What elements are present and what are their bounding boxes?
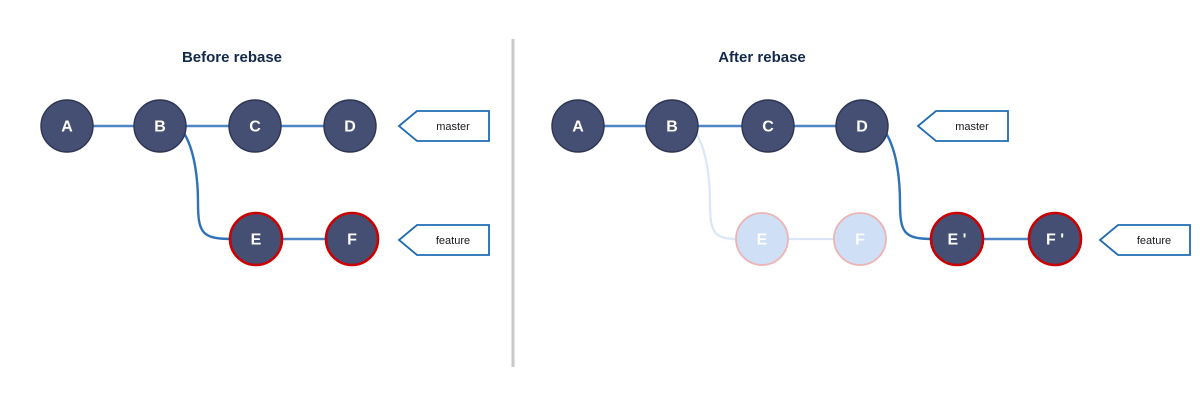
branch-tag-label-feature: feature bbox=[436, 235, 470, 247]
commit-label-Fg: F bbox=[855, 232, 865, 249]
branch-tag-shape-master[interactable] bbox=[916, 110, 1009, 142]
panel-before-rebase: Before rebase A B C D E F master feature bbox=[40, 49, 490, 267]
commit-node-C[interactable]: C bbox=[228, 99, 282, 153]
commit-node-Eg[interactable]: E bbox=[735, 212, 789, 266]
commit-node-E[interactable]: E bbox=[228, 211, 284, 267]
commit-circle-Eg[interactable] bbox=[735, 212, 789, 266]
commit-circle-D[interactable] bbox=[835, 99, 889, 153]
commit-circle-Fp[interactable] bbox=[1027, 211, 1083, 267]
commit-circle-F[interactable] bbox=[324, 211, 380, 267]
commit-label-D: D bbox=[344, 119, 356, 136]
commit-label-A: A bbox=[572, 119, 584, 136]
commit-label-C: C bbox=[249, 119, 261, 136]
commit-label-B: B bbox=[154, 119, 166, 136]
nodes-after: A B C D E F E ' F ' bbox=[551, 99, 1083, 267]
commit-label-Ep: E ' bbox=[948, 232, 967, 249]
edges-before bbox=[89, 124, 330, 241]
branch-tag-label-master: master bbox=[955, 121, 989, 133]
commit-circle-C[interactable] bbox=[741, 99, 795, 153]
tags-after: master feature bbox=[916, 110, 1191, 256]
commit-circle-Ep[interactable] bbox=[929, 211, 985, 267]
commit-label-C: C bbox=[762, 119, 774, 136]
commit-circle-B[interactable] bbox=[133, 99, 187, 153]
commit-node-A[interactable]: A bbox=[40, 99, 94, 153]
branch-tag-shape-master[interactable] bbox=[397, 110, 490, 142]
branch-tag-shape-feature[interactable] bbox=[1098, 224, 1191, 256]
commit-circle-C[interactable] bbox=[228, 99, 282, 153]
branch-tag-master[interactable]: master bbox=[397, 110, 490, 142]
panel-after-rebase: After rebase A B C D E F E ' F ' master feature bbox=[551, 49, 1191, 267]
commit-node-D[interactable]: D bbox=[835, 99, 889, 153]
commit-node-C[interactable]: C bbox=[741, 99, 795, 153]
commit-circle-E[interactable] bbox=[228, 211, 284, 267]
branch-curve-B-to-E bbox=[180, 128, 234, 241]
branch-tag-feature[interactable]: feature bbox=[1098, 224, 1191, 256]
nodes-before: A B C D E F bbox=[40, 99, 380, 267]
branch-curve-D-to-Ep bbox=[882, 128, 935, 241]
commit-node-A[interactable]: A bbox=[551, 99, 605, 153]
commit-label-Eg: E bbox=[757, 232, 768, 249]
branch-curve-B-to-Eg bbox=[692, 128, 740, 241]
commit-label-E: E bbox=[251, 232, 262, 249]
branch-tag-shape-feature[interactable] bbox=[397, 224, 490, 256]
panel-title-after: After rebase bbox=[718, 49, 806, 66]
commit-label-B: B bbox=[666, 119, 678, 136]
branch-tag-label-feature: feature bbox=[1137, 235, 1171, 247]
commit-node-Fp[interactable]: F ' bbox=[1027, 211, 1083, 267]
commit-node-B[interactable]: B bbox=[133, 99, 187, 153]
tags-before: master feature bbox=[397, 110, 490, 256]
commit-node-D[interactable]: D bbox=[323, 99, 377, 153]
commit-node-Fg[interactable]: F bbox=[833, 212, 887, 266]
commit-label-Fp: F ' bbox=[1046, 232, 1064, 249]
commit-node-B[interactable]: B bbox=[645, 99, 699, 153]
branch-tag-label-master: master bbox=[436, 121, 470, 133]
commit-label-D: D bbox=[856, 119, 868, 136]
commit-circle-Fg[interactable] bbox=[833, 212, 887, 266]
commit-node-F[interactable]: F bbox=[324, 211, 380, 267]
commit-circle-A[interactable] bbox=[40, 99, 94, 153]
commit-node-Ep[interactable]: E ' bbox=[929, 211, 985, 267]
commit-label-A: A bbox=[61, 119, 73, 136]
commit-circle-D[interactable] bbox=[323, 99, 377, 153]
commit-circle-A[interactable] bbox=[551, 99, 605, 153]
edges-after bbox=[600, 124, 1033, 241]
panel-title-before: Before rebase bbox=[182, 49, 282, 66]
commit-label-F: F bbox=[347, 232, 357, 249]
branch-tag-master[interactable]: master bbox=[916, 110, 1009, 142]
branch-tag-feature[interactable]: feature bbox=[397, 224, 490, 256]
commit-circle-B[interactable] bbox=[645, 99, 699, 153]
